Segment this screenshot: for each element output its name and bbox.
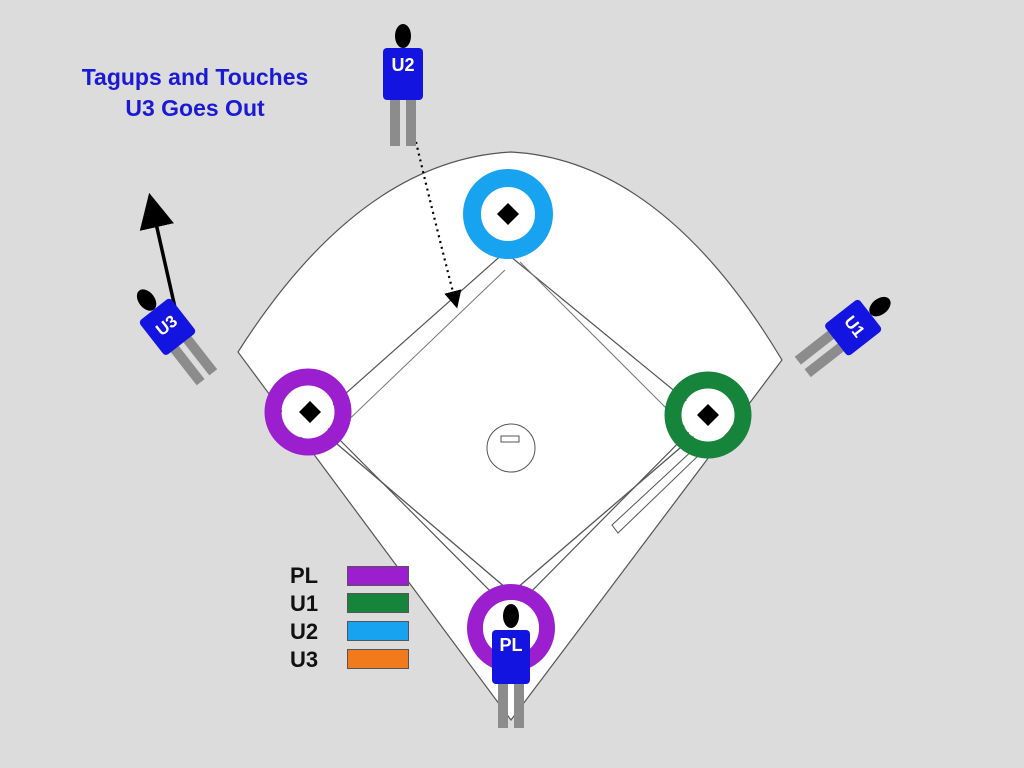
arrow-icon: [139, 192, 178, 313]
diamond-base-icon: [497, 203, 519, 225]
infield-line-third: [337, 269, 506, 431]
umpire-u2: U2: [383, 24, 423, 146]
legend-label-u3: U3: [290, 647, 319, 672]
legend-label-u1: U1: [290, 591, 319, 616]
legend-label-pl: PL: [290, 563, 319, 588]
umpire-u2-label: U2: [391, 55, 414, 75]
umpire-figure-icon: [383, 24, 423, 146]
infield-line-first: [519, 261, 691, 433]
first-base-ring: [664, 371, 752, 459]
legend-swatch-u2: [347, 621, 409, 641]
diamond-base-icon: [697, 404, 719, 426]
pitchers-rubber: [500, 435, 520, 443]
umpire-u1: U1: [794, 296, 891, 378]
diamond-base-icon: [299, 401, 321, 423]
umpire-pl-label: PL: [499, 635, 522, 655]
foul-line-third: [329, 437, 521, 601]
third-base-ring: [264, 368, 352, 456]
legend-swatch-u3: [347, 649, 409, 669]
second-base-ring: [463, 169, 553, 259]
legend-label-u2: U2: [290, 619, 319, 644]
umpire-figure-icon: [794, 296, 891, 378]
diagram-title: Tagups and Touches U3 Goes Out: [40, 62, 350, 124]
pitchers-mound: [486, 423, 536, 473]
title-line-2: U3 Goes Out: [125, 95, 265, 121]
umpire-u3: U3: [136, 289, 218, 386]
umpire-figure-icon: [492, 604, 530, 728]
foul-line-first: [502, 435, 695, 601]
umpire-pl: PL: [492, 604, 530, 728]
umpire-figure-icon: [136, 289, 218, 386]
legend-swatch-pl: [347, 566, 409, 586]
legend-swatch-u1: [347, 593, 409, 613]
title-line-1: Tagups and Touches: [81, 64, 309, 90]
